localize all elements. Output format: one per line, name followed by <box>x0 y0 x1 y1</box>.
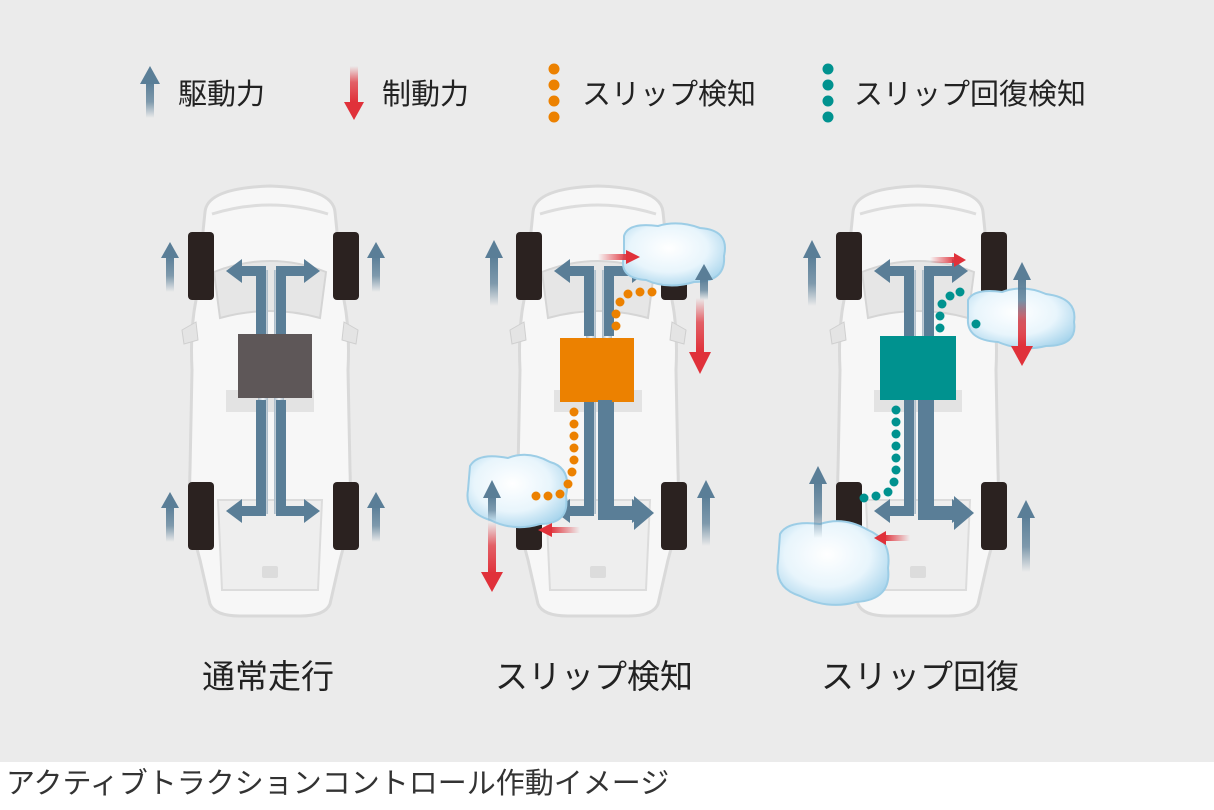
slip-detect-dots <box>531 287 657 501</box>
legend-slip-recover-icon <box>822 63 834 123</box>
figure-caption: アクティブトラクションコントロール作動イメージ <box>6 766 670 800</box>
control-unit-slip-recover <box>880 336 956 400</box>
torque-arrows-icon <box>226 259 320 523</box>
ice-patch-icon <box>466 453 569 529</box>
scene-normal <box>161 184 385 618</box>
diagram-panel: 駆動力 制動力 スリップ検知 スリップ回復検知 通常走行 スリップ検知 スリップ… <box>0 0 1214 762</box>
scene-slip-detect <box>466 184 726 618</box>
legend-drive-icon <box>140 66 160 118</box>
boosted-arrows <box>598 400 654 530</box>
diagram-canvas <box>140 63 1076 618</box>
scene-slip-recover <box>776 184 1076 618</box>
ice-patch-icon <box>776 520 890 606</box>
slip-recover-dots <box>859 287 981 503</box>
legend-slip-detect-label: スリップ検知 <box>582 77 757 111</box>
scene-normal-label: 通常走行 <box>202 657 334 696</box>
boosted-arrows <box>918 400 974 530</box>
legend-slip-detect-icon <box>548 63 560 123</box>
scene-slip-recover-label: スリップ回復 <box>821 657 1019 696</box>
ice-patch-icon <box>622 222 726 287</box>
legend-brake-icon <box>344 66 364 120</box>
control-unit-slip-detect <box>560 338 634 402</box>
control-unit-normal <box>238 334 312 398</box>
drive-arrows-normal <box>161 242 385 542</box>
legend-slip-recover-label: スリップ回復検知 <box>854 77 1087 111</box>
tires-icon <box>188 232 359 550</box>
legend-brake-label: 制動力 <box>382 77 470 111</box>
legend-drive-label: 駆動力 <box>178 77 266 111</box>
scene-slip-detect-label: スリップ検知 <box>495 657 693 696</box>
